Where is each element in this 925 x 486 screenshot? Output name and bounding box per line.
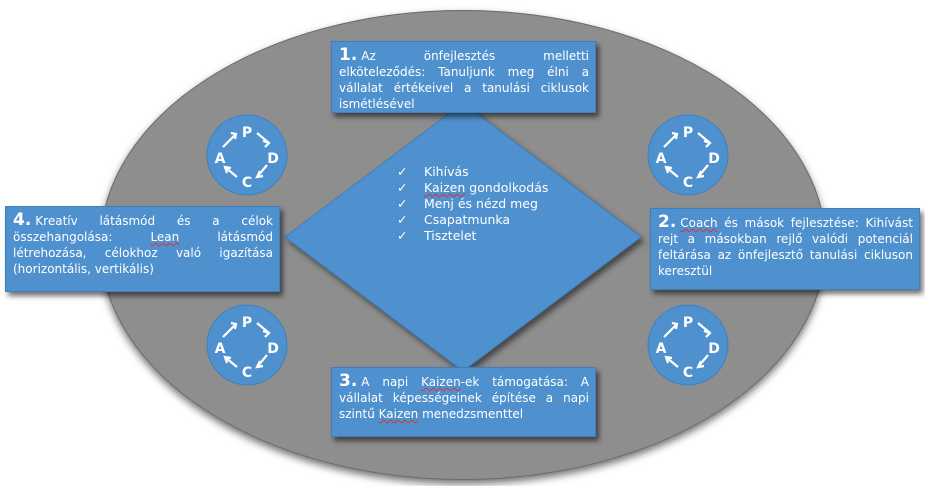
svg-text:D: D: [267, 151, 279, 167]
svg-text:A: A: [215, 151, 226, 167]
svg-text:A: A: [215, 341, 226, 357]
box-number: 2.: [658, 212, 677, 232]
check-icon: ✓: [397, 212, 408, 227]
box-number: 3.: [339, 371, 358, 391]
svg-text:D: D: [708, 151, 720, 167]
box-text-underlined: Lean: [150, 230, 180, 244]
svg-text:P: P: [242, 315, 252, 331]
check-icon: ✓: [397, 228, 408, 243]
pdca-cycle-icon: P D C A: [647, 114, 729, 196]
list-item-label: Kihívás: [424, 164, 469, 179]
svg-text:P: P: [242, 125, 252, 141]
list-item-label-underlined: Kaizen: [424, 180, 466, 195]
pdca-cycle-icon: P D C A: [647, 304, 729, 386]
box-1-commitment: 1.Az önfejlesztés melletti elköteleződés…: [331, 41, 596, 113]
box-4-creative-vision: 4.Kreatív látásmód és a célok összehango…: [5, 206, 280, 292]
box-3-daily-kaizen: 3.A napi Kaizen-ek támogatása: A vállala…: [331, 367, 596, 437]
list-item: ✓ Csapatmunka: [395, 212, 555, 228]
box-text-underlined: Coach: [680, 216, 718, 230]
list-item: ✓ Tisztelet: [395, 228, 555, 244]
box-text-underlined: Kaizen: [378, 407, 419, 421]
box-text-underlined: Kaizen: [421, 375, 461, 389]
box-text: és mások fejlesztése: Kihívást rejt a má…: [658, 216, 913, 278]
box-text: látásmód létrehozása, célokhoz való igaz…: [13, 230, 273, 276]
box-number: 4.: [13, 210, 32, 230]
svg-text:C: C: [683, 175, 693, 191]
svg-text:P: P: [683, 125, 693, 141]
svg-text:C: C: [683, 365, 693, 381]
box-text: A napi: [361, 375, 422, 389]
pdca-cycle-icon: P D C A: [206, 304, 288, 386]
list-item: ✓ Kaizen gondolkodás: [395, 180, 555, 196]
list-item-label: gondolkodás: [465, 180, 549, 195]
list-item: ✓ Kihívás: [395, 164, 555, 180]
list-item: ✓ Menj és nézd meg: [395, 196, 555, 212]
list-item-label: Menj és nézd meg: [424, 196, 538, 211]
svg-text:D: D: [267, 341, 279, 357]
pdca-cycle-icon: P D C A: [206, 114, 288, 196]
box-2-coaching: 2.Coach és mások fejlesztése: Kihívást r…: [650, 208, 920, 290]
box-text: -ek támogatása: A vállalat képességeinek…: [339, 375, 589, 421]
box-text: Kreatív látásmód és a célok összehangolá…: [13, 214, 273, 244]
center-values-list: ✓ Kihívás ✓ Kaizen gondolkodás ✓ Menj és…: [395, 164, 555, 244]
svg-text:A: A: [656, 341, 667, 357]
box-number: 1.: [339, 45, 358, 65]
list-item-label: Csapatmunka: [424, 212, 511, 227]
box-text: Az önfejlesztés melletti elköteleződés: …: [339, 49, 589, 111]
svg-text:C: C: [242, 175, 252, 191]
check-icon: ✓: [397, 164, 408, 179]
svg-text:P: P: [683, 315, 693, 331]
check-icon: ✓: [397, 180, 408, 195]
check-icon: ✓: [397, 196, 408, 211]
svg-text:C: C: [242, 365, 252, 381]
svg-text:D: D: [708, 341, 720, 357]
box-text: menedzsmenttel: [418, 407, 524, 421]
list-item-label: Tisztelet: [424, 228, 477, 243]
svg-text:A: A: [656, 151, 667, 167]
